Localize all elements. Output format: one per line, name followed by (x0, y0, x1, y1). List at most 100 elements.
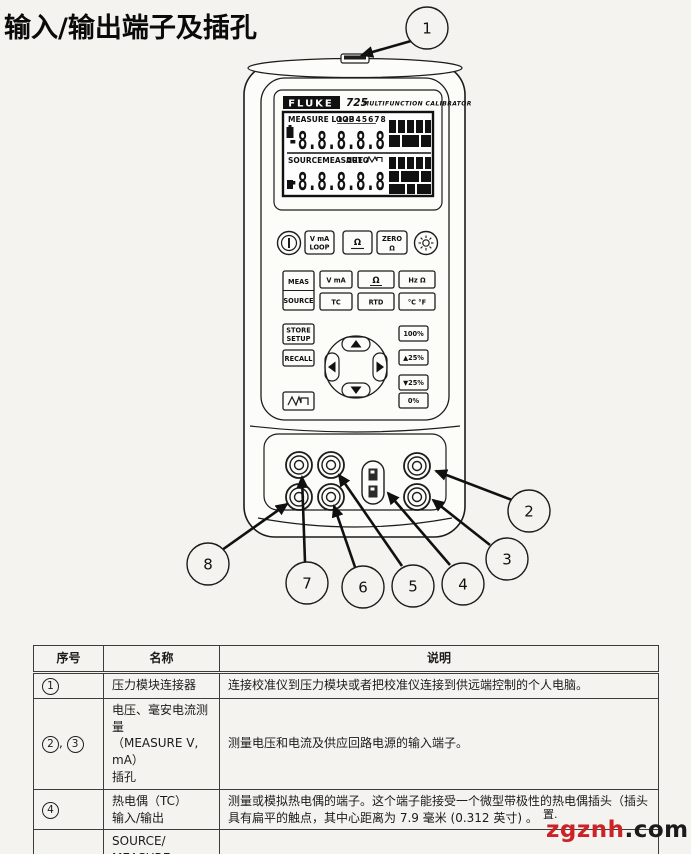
arrow-up-icon (350, 340, 362, 348)
svg-text:SOURCE: SOURCE (283, 297, 314, 305)
table-row: 5, 6SOURCE/ MEASURE V, RTD, Hz, Ω 插孔供输出或… (33, 829, 659, 854)
cell-callout-numbers: 5, 6 (33, 829, 104, 854)
svg-text:100%: 100% (403, 330, 424, 338)
meas-source-button: MEAS SOURCE (282, 270, 315, 311)
cell-terminal-description: 测量电压和电流及供应回路电源的输入端子。 (219, 697, 659, 790)
rtd-button: RTD (357, 292, 395, 311)
cell-callout-numbers: 1 (33, 671, 104, 699)
tc-button: TC (319, 292, 353, 311)
lcd-annunciators-top (389, 120, 431, 147)
waveform-button (282, 391, 315, 411)
device-illustration: FLUKE 725 MULTIFUNCTION CALIBRATOR MEASU… (186, 6, 551, 609)
col-header-description: 说明 (219, 645, 659, 674)
svg-text:Ω: Ω (372, 276, 379, 286)
cell-terminal-name: SOURCE/ MEASURE V, RTD, Hz, Ω 插孔 (103, 829, 220, 854)
svg-text:Hz Ω: Hz Ω (408, 277, 426, 285)
lcd-screen: MEASURE LOOP 12345678 -8.8.8.8.8 SOURCEM… (281, 110, 435, 198)
lcd-bottom-value: -8.8.8.8.8 (288, 167, 385, 196)
cell-terminal-description: 连接校准仪到压力模块或者把校准仪连接到供远端控制的个人电脑。 (219, 671, 659, 699)
callout-label: 1 (422, 20, 432, 38)
callout-2: 2 (507, 489, 551, 533)
arrow-right-icon (376, 361, 384, 373)
cell-callout-numbers: 4 (33, 788, 104, 831)
page-title: 输入/输出端子及插孔 (4, 13, 257, 44)
svg-text:MEAS: MEAS (288, 278, 309, 286)
faceplate (260, 77, 450, 421)
cell-terminal-name: 压力模块连接器 (103, 671, 220, 699)
cell-terminal-name: 电压、毫安电流测量 （MEASURE V, mA） 插孔 (103, 697, 220, 790)
svg-text:▼25%: ▼25% (403, 379, 424, 387)
display-bezel: FLUKE 725 MULTIFUNCTION CALIBRATOR MEASU… (273, 89, 471, 211)
svg-text:STORE: STORE (286, 327, 311, 335)
svg-text:0%: 0% (408, 397, 420, 405)
callout-8: 8 (186, 542, 230, 586)
callout-number-badge: 2 (42, 735, 59, 753)
svg-text:V mA: V mA (326, 277, 346, 285)
arrow-left-icon (328, 361, 336, 373)
recall-button: RECALL (282, 349, 315, 367)
callout-6: 6 (341, 565, 385, 609)
callout-1: 1 (405, 6, 449, 50)
keypad: V mA LOOP Ω ZERO Ω (276, 230, 439, 411)
celsius-fahrenheit-button: °C °F (398, 292, 436, 311)
callout-7: 7 (285, 561, 329, 605)
svg-text:Ω: Ω (389, 245, 395, 253)
model-number: 725 (346, 97, 368, 109)
watermark-tld: .com (624, 817, 689, 843)
pct-down-25-button: ▼25% (398, 374, 429, 391)
callout-arrows (221, 39, 513, 568)
cell-terminal-description: 测量或模拟热电偶的端子。这个端子能接受一个微型带极性的热电偶插头（插头具有扁平的… (219, 788, 659, 831)
callout-label: 3 (502, 551, 512, 569)
svg-text:TC: TC (331, 299, 340, 307)
lcd-top-value: -8.8.8.8.8 (288, 126, 385, 155)
watermark-name: zgznh (546, 817, 625, 843)
callout-number-badge: 4 (42, 801, 59, 819)
v-ma-button: V mA (319, 270, 353, 289)
arrow-up-button (341, 336, 371, 352)
pct-up-25-button: ▲25% (398, 349, 429, 366)
callout-label: 5 (408, 578, 418, 596)
jack-measure-v-bottom (403, 483, 431, 511)
svg-text:°C °F: °C °F (408, 299, 426, 307)
cell-terminal-description: 供输出或测量电压、电阻、频率和铂电阻的端子。 (219, 829, 659, 854)
jack-v-rtd-bottom (317, 483, 345, 511)
svg-text:LOOP: LOOP (309, 244, 329, 252)
callout-label: 8 (203, 556, 213, 574)
lcd-top-mode: MEASURE LOOP (288, 115, 355, 124)
vma-loop-button: V mA LOOP (304, 230, 335, 255)
fluke-logo-box (283, 96, 340, 109)
arrow-left-button (324, 352, 340, 382)
svg-text:RECALL: RECALL (285, 355, 314, 363)
lcd-digit-reference: 12345678 (337, 115, 387, 124)
callout-label: 4 (458, 576, 468, 594)
arrow-right-button (372, 352, 388, 382)
col-header-number: 序号 (33, 645, 104, 674)
callouts: 1 2 3 4 5 6 7 8 (186, 6, 551, 609)
jack-measure-v-top (403, 452, 431, 480)
pct-100-button: 100% (398, 325, 429, 342)
svg-text:V mA: V mA (310, 235, 330, 243)
stray-text: 置. (543, 808, 558, 821)
dpad (324, 335, 388, 399)
lcd-small-icon (287, 180, 293, 189)
tc-connector (361, 460, 385, 505)
callout-label: 6 (358, 579, 368, 597)
waveform-annunciator-icon (365, 155, 383, 164)
backlight-button (413, 230, 439, 256)
callout-5: 5 (391, 564, 435, 608)
callout-4: 4 (441, 562, 485, 606)
watermark: zgznh.com (546, 817, 689, 843)
brand-logo: FLUKE (288, 99, 334, 110)
svg-text:Ω: Ω (354, 238, 361, 248)
jack-v-rtd-top (317, 451, 345, 479)
ohm-button: Ω (357, 270, 395, 289)
svg-text:RTD: RTD (369, 299, 384, 307)
cell-terminal-name: 热电偶（TC） 输入/输出 (103, 788, 220, 831)
store-setup-button: STORE SETUP (282, 323, 315, 345)
callout-label: 2 (524, 503, 534, 521)
